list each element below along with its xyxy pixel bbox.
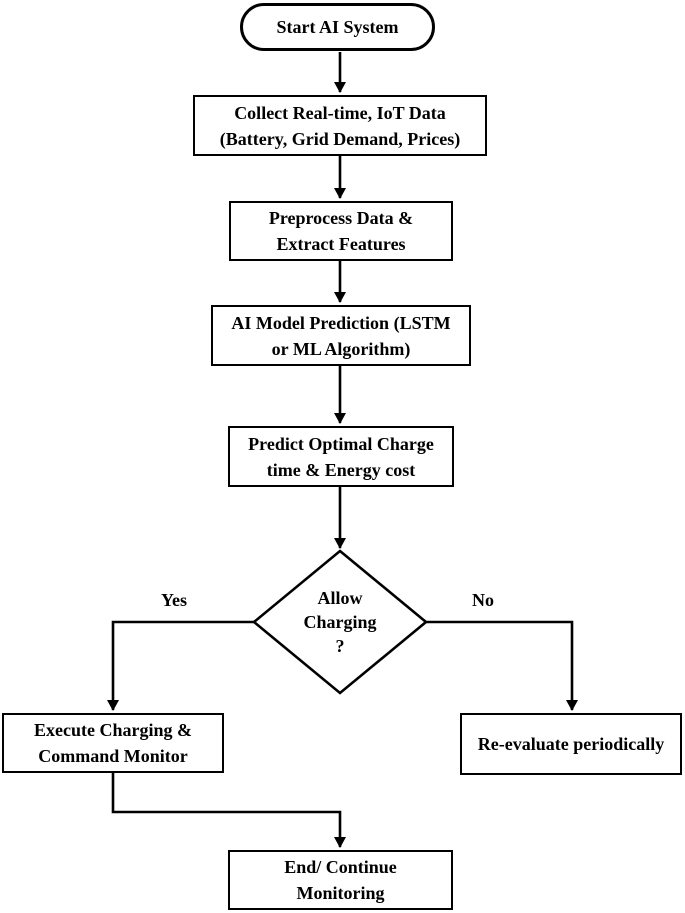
node-preprocess-label-line1: Preprocess Data & xyxy=(268,208,414,228)
node-collect-data-label-line2: (Battery, Grid Demand, Prices) xyxy=(219,128,461,149)
edge-label-yes: Yes xyxy=(142,590,206,610)
node-reevaluate: Re-evaluate periodically xyxy=(460,713,682,775)
node-preprocess: Preprocess Data & Extract Features xyxy=(229,201,453,261)
node-collect-data: Collect Real-time, IoT Data (Battery, Gr… xyxy=(193,95,487,156)
node-collect-data-label-line1: Collect Real-time, IoT Data xyxy=(234,102,446,123)
node-decision-label-line2: Charging xyxy=(303,612,377,632)
node-end-label-line2: Monitoring xyxy=(296,883,385,903)
node-ai-model-label-line1: AI Model Prediction (LSTM xyxy=(231,312,451,333)
node-predict-charge-label-line2: time & Energy cost xyxy=(266,459,416,480)
node-execute-charging: Execute Charging & Command Monitor xyxy=(2,713,224,773)
node-end-label-line1: End/ Continue xyxy=(284,857,397,877)
node-preprocess-label-line2: Extract Features xyxy=(276,234,406,254)
node-end: End/ Continue Monitoring xyxy=(228,850,453,910)
node-ai-model-label-line2: or ML Algorithm) xyxy=(271,338,411,359)
node-execute-charging-label-line2: Command Monitor xyxy=(38,746,188,766)
decision-diamond-shape xyxy=(251,549,429,695)
edge-execute-end xyxy=(111,773,346,848)
node-ai-model: AI Model Prediction (LSTM or ML Algorith… xyxy=(211,305,471,366)
node-decision-label-line3: ? xyxy=(335,636,345,656)
node-decision-label: Allow Charging ? xyxy=(270,586,410,658)
node-predict-charge: Predict Optimal Charge time & Energy cos… xyxy=(228,426,454,487)
node-execute-charging-label-line1: Execute Charging & xyxy=(34,720,192,740)
node-predict-charge-label-line1: Predict Optimal Charge xyxy=(248,433,434,454)
node-reevaluate-label: Re-evaluate periodically xyxy=(477,734,665,754)
edge-decision-execute-yes xyxy=(107,620,255,711)
edge-decision-reevaluate-no xyxy=(426,620,578,711)
node-decision-label-line1: Allow xyxy=(317,588,363,608)
edge-label-no: No xyxy=(451,590,515,610)
node-start-label: Start AI System xyxy=(276,17,399,37)
node-start: Start AI System xyxy=(240,3,435,51)
